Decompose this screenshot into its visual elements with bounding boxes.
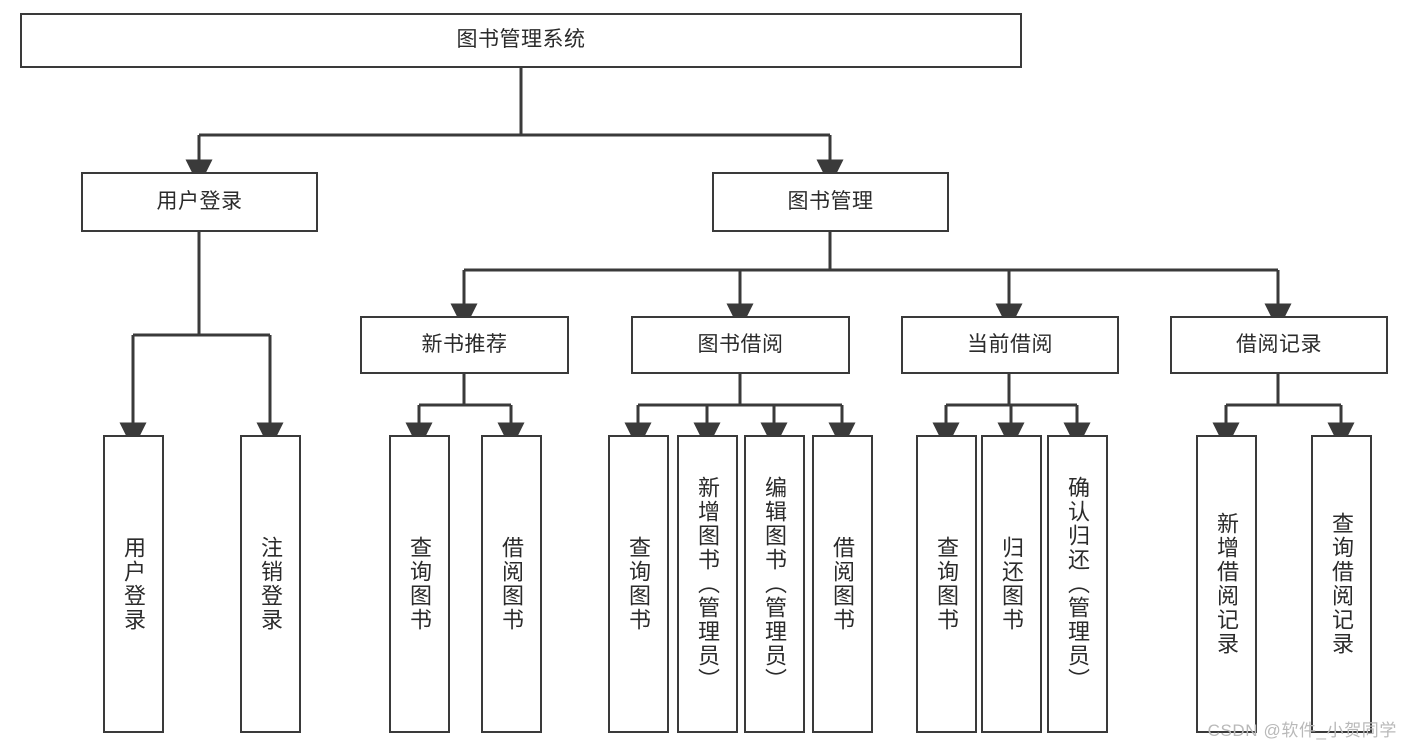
node-label: 借阅图书 xyxy=(830,536,856,632)
csdn-watermark: CSDN @软件_小贺同学 xyxy=(1207,721,1397,740)
node-label: 图书管理系统 xyxy=(456,28,586,52)
node-label: 归还图书 xyxy=(999,536,1025,632)
node-book-management-system[interactable]: 图书管理系统 xyxy=(20,13,1022,68)
node-leaf-query-book-2[interactable]: 查询图书 xyxy=(608,435,669,733)
node-leaf-query-borrow-record[interactable]: 查询借阅记录 xyxy=(1311,435,1372,733)
node-user-login[interactable]: 用户登录 xyxy=(81,172,318,232)
node-label: 图书借阅 xyxy=(697,332,784,356)
node-label: 注销登录 xyxy=(258,536,284,632)
node-label: 借阅图书 xyxy=(499,536,525,632)
node-leaf-add-book-admin[interactable]: 新增图书（管理员） xyxy=(677,435,738,733)
node-label: 当前借阅 xyxy=(967,332,1053,356)
node-label: 查询借阅记录 xyxy=(1329,512,1355,656)
node-label: 查询图书 xyxy=(626,536,652,632)
node-label: 查询图书 xyxy=(934,536,960,632)
node-leaf-user-login[interactable]: 用户登录 xyxy=(103,435,164,733)
node-leaf-edit-book-admin[interactable]: 编辑图书（管理员） xyxy=(744,435,805,733)
node-label: 用户登录 xyxy=(121,536,147,632)
node-leaf-confirm-return-admin[interactable]: 确认归还（管理员） xyxy=(1047,435,1108,733)
node-leaf-add-borrow-record[interactable]: 新增借阅记录 xyxy=(1196,435,1257,733)
node-leaf-borrow-book-2[interactable]: 借阅图书 xyxy=(812,435,873,733)
node-book-borrow[interactable]: 图书借阅 xyxy=(631,316,850,374)
node-label: 新增借阅记录 xyxy=(1214,512,1240,656)
node-leaf-logout-login[interactable]: 注销登录 xyxy=(240,435,301,733)
node-label: 新书推荐 xyxy=(421,332,508,356)
node-label: 查询图书 xyxy=(407,536,433,632)
node-label: 图书管理 xyxy=(787,189,874,213)
node-label: 用户登录 xyxy=(156,189,243,213)
node-leaf-return-book[interactable]: 归还图书 xyxy=(981,435,1042,733)
node-borrow-record[interactable]: 借阅记录 xyxy=(1170,316,1388,374)
node-current-borrow[interactable]: 当前借阅 xyxy=(901,316,1119,374)
node-leaf-borrow-book-1[interactable]: 借阅图书 xyxy=(481,435,542,733)
node-book-management[interactable]: 图书管理 xyxy=(712,172,949,232)
node-label: 借阅记录 xyxy=(1236,332,1322,356)
node-label: 确认归还（管理员） xyxy=(1065,476,1091,692)
node-leaf-query-book-3[interactable]: 查询图书 xyxy=(916,435,977,733)
node-leaf-query-book-1[interactable]: 查询图书 xyxy=(389,435,450,733)
node-label: 编辑图书（管理员） xyxy=(762,476,788,692)
node-label: 新增图书（管理员） xyxy=(695,476,721,692)
node-new-book-recommend[interactable]: 新书推荐 xyxy=(360,316,569,374)
